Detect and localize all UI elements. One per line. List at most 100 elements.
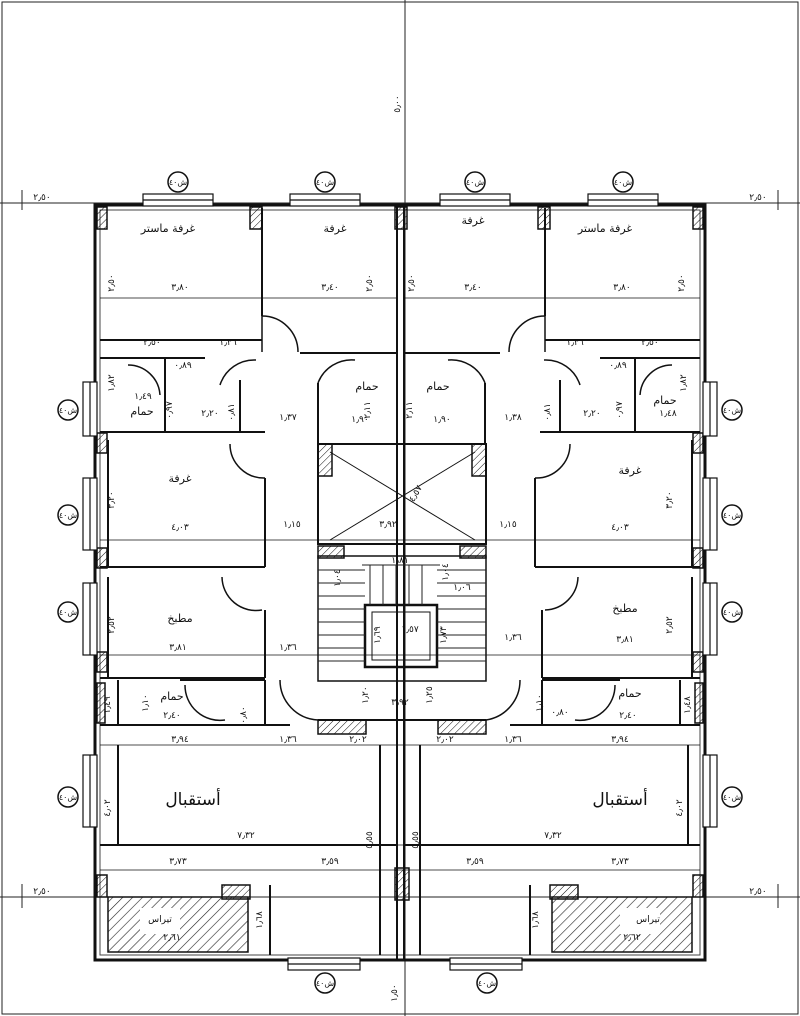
dim-label: ١٫٣٧ [279,413,297,423]
dim-label: ٤٫٠٢ [103,799,113,817]
dim-label: ٣٫٥٩ [466,857,484,867]
room-left-mid-label: غرفة [169,472,192,485]
window-tag-4: ش٤٠ [612,171,634,193]
window-tag-14: ش٤٠ [721,786,743,808]
dim-label: ٣٫٧٣ [611,857,629,867]
terraces [107,896,693,953]
dim-label: ١٫٣٦ [504,735,522,745]
dim-label: ٣٫٨١ [169,643,186,653]
window-tag-11: ش٤٠ [721,399,743,421]
dim-label: ١٫٤٩ [134,392,152,402]
dim-label: ٢٫٠٢ [436,735,454,745]
dim-label: ٣٫٩٤ [171,735,189,745]
dim-label: ٣٫٩٢ [391,698,409,708]
dim-label: ٠٫٨٩ [174,361,192,371]
dim-label: ٧٫٣٢ [237,831,255,841]
dim-label: ١٫٦٨ [531,911,541,929]
dim-label: ١٫٧٣ [439,626,449,644]
dim-label: ٢٫٢٠ [583,409,600,419]
window-tag-9: ش٤٠ [57,601,79,623]
bath-left-2-label: حمام [130,405,153,418]
dim-label: ١٫٦٩ [373,626,383,644]
window-tags: ش٤٠ ش٤٠ ش٤٠ ش٤٠ ش٤٠ ش٤٠ ش٤٠ ش٤٠ ش٤٠ ش٤٠ … [57,171,743,994]
svg-text:ش٤٠: ش٤٠ [316,979,335,988]
plot-front-label: ١٫٥٠ [390,984,400,1001]
dim-label: ٣٫٢٠ [107,491,117,508]
window-tag-12: ش٤٠ [721,504,743,526]
window-tag-10: ش٤٠ [57,786,79,808]
dim-label: ١٫٠٦ [453,583,471,593]
dim-label: ١٫١٠ [141,694,151,711]
dim-label: ٣٫٧٣ [169,857,187,867]
dim-label: ١٫٣٦ [504,633,522,643]
room-master-left-label: غرفة ماستر [140,222,196,235]
dim-label: ١٫٢٠ [361,686,371,703]
svg-text:ش٤٠: ش٤٠ [316,178,335,187]
svg-text:ش٤٠: ش٤٠ [723,406,742,415]
setback-left-top: ٢٫٥٠ [33,193,50,203]
dim-label: ٠٫٨١ [543,403,553,420]
living-left-label: أستقبال [165,788,220,810]
terrace-left-label: تيراس [148,915,172,925]
kitchen-right-label: مطبخ [612,602,637,615]
dim-label: ٢٫١١ [405,401,415,418]
dim-label: ٢٫٥٠ [107,274,117,291]
terrace-right-label: تيراس [636,915,660,925]
svg-text:ش٤٠: ش٤٠ [59,406,78,415]
window-tag-6: ش٤٠ [476,972,498,994]
stair-treads [318,564,486,662]
svg-text:ش٤٠: ش٤٠ [466,178,485,187]
dim-label: ١٫٣٦ [566,338,584,348]
dim-label: ١٫٤٩ [103,696,113,714]
window-tag-2: ش٤٠ [314,171,336,193]
dim-label: ٤٫٠٢ [675,799,685,817]
dim-label: ٣٫٨٠ [171,283,188,293]
dim-label: ٢٫٥٠ [407,274,417,291]
svg-text:ش٤٠: ش٤٠ [59,511,78,520]
dim-label: ٣٫٢٠ [665,491,675,508]
svg-text:ش٤٠: ش٤٠ [169,178,188,187]
dim-label: ٥٫٥٥ [365,831,375,849]
door-swings [127,315,673,722]
bath-right-3-label: حمام [618,687,641,700]
bath-right-1-label: حمام [426,380,449,393]
dim-label: ٣٫٤٠ [321,283,338,293]
dim-label: ١٫٨٢ [107,374,117,392]
living-right-label: أستقبال [592,788,647,810]
bath-right-2-label: حمام [653,394,676,407]
svg-text:ش٤٠: ش٤٠ [723,793,742,802]
dim-label: ١٫٤٨ [683,696,693,714]
room-right-mid-label: غرفة [619,464,642,477]
dim-label: ٢٫٦٢ [623,933,641,943]
bath-left-3-label: حمام [160,690,183,703]
dim-label: ٣٫٨١ [616,635,633,645]
dim-label: ١٫٣٨ [504,413,522,423]
plot-depth-label: ٥٫٠٠ [393,95,403,112]
dim-label: ٣٫٩٤ [611,735,629,745]
dim-label: ٢٫٠٢ [349,735,367,745]
room-right-label: غرفة [462,214,485,227]
dim-label: ١٫٣٦ [279,643,297,653]
window-tag-3: ش٤٠ [464,171,486,193]
dimension-labels: ٣٫٨٠ ٣٫٤٠ ٣٫٤٠ ٣٫٨٠ ٢٫٥٠ ٢٫٥٠ ٢٫٥٠ ٢٫٥٠ … [103,274,693,943]
window-tag-5: ش٤٠ [314,972,336,994]
dim-label: ٥٫٥٥ [411,831,421,849]
dim-label: ١٫٨٢ [679,374,689,392]
dim-label: ٢٫٥٢ [107,616,117,634]
dim-label: ٠٫٨٠ [551,708,568,718]
dim-label: ١٫٢٥ [425,686,435,704]
dim-label: ٠٫٨٠ [239,706,249,723]
dim-label: ٢٫٢٠ [201,409,218,419]
dim-label: ٢٫٤٠ [163,711,180,721]
window-tag-8: ش٤٠ [57,504,79,526]
dim-label: ١٫٥٧ [401,625,419,635]
dim-label: ١٫١٠ [535,694,545,711]
dim-label: ١٫٠٤ [441,563,451,581]
dim-label: ١٫٤٨ [659,409,677,419]
dim-label: ٣٫٩٢ [379,520,397,530]
dim-label: ١٫٨١ [391,556,408,566]
dim-label: ٣٫٤٠ [464,283,481,293]
dim-label: ٢٫٦١ [163,933,180,943]
